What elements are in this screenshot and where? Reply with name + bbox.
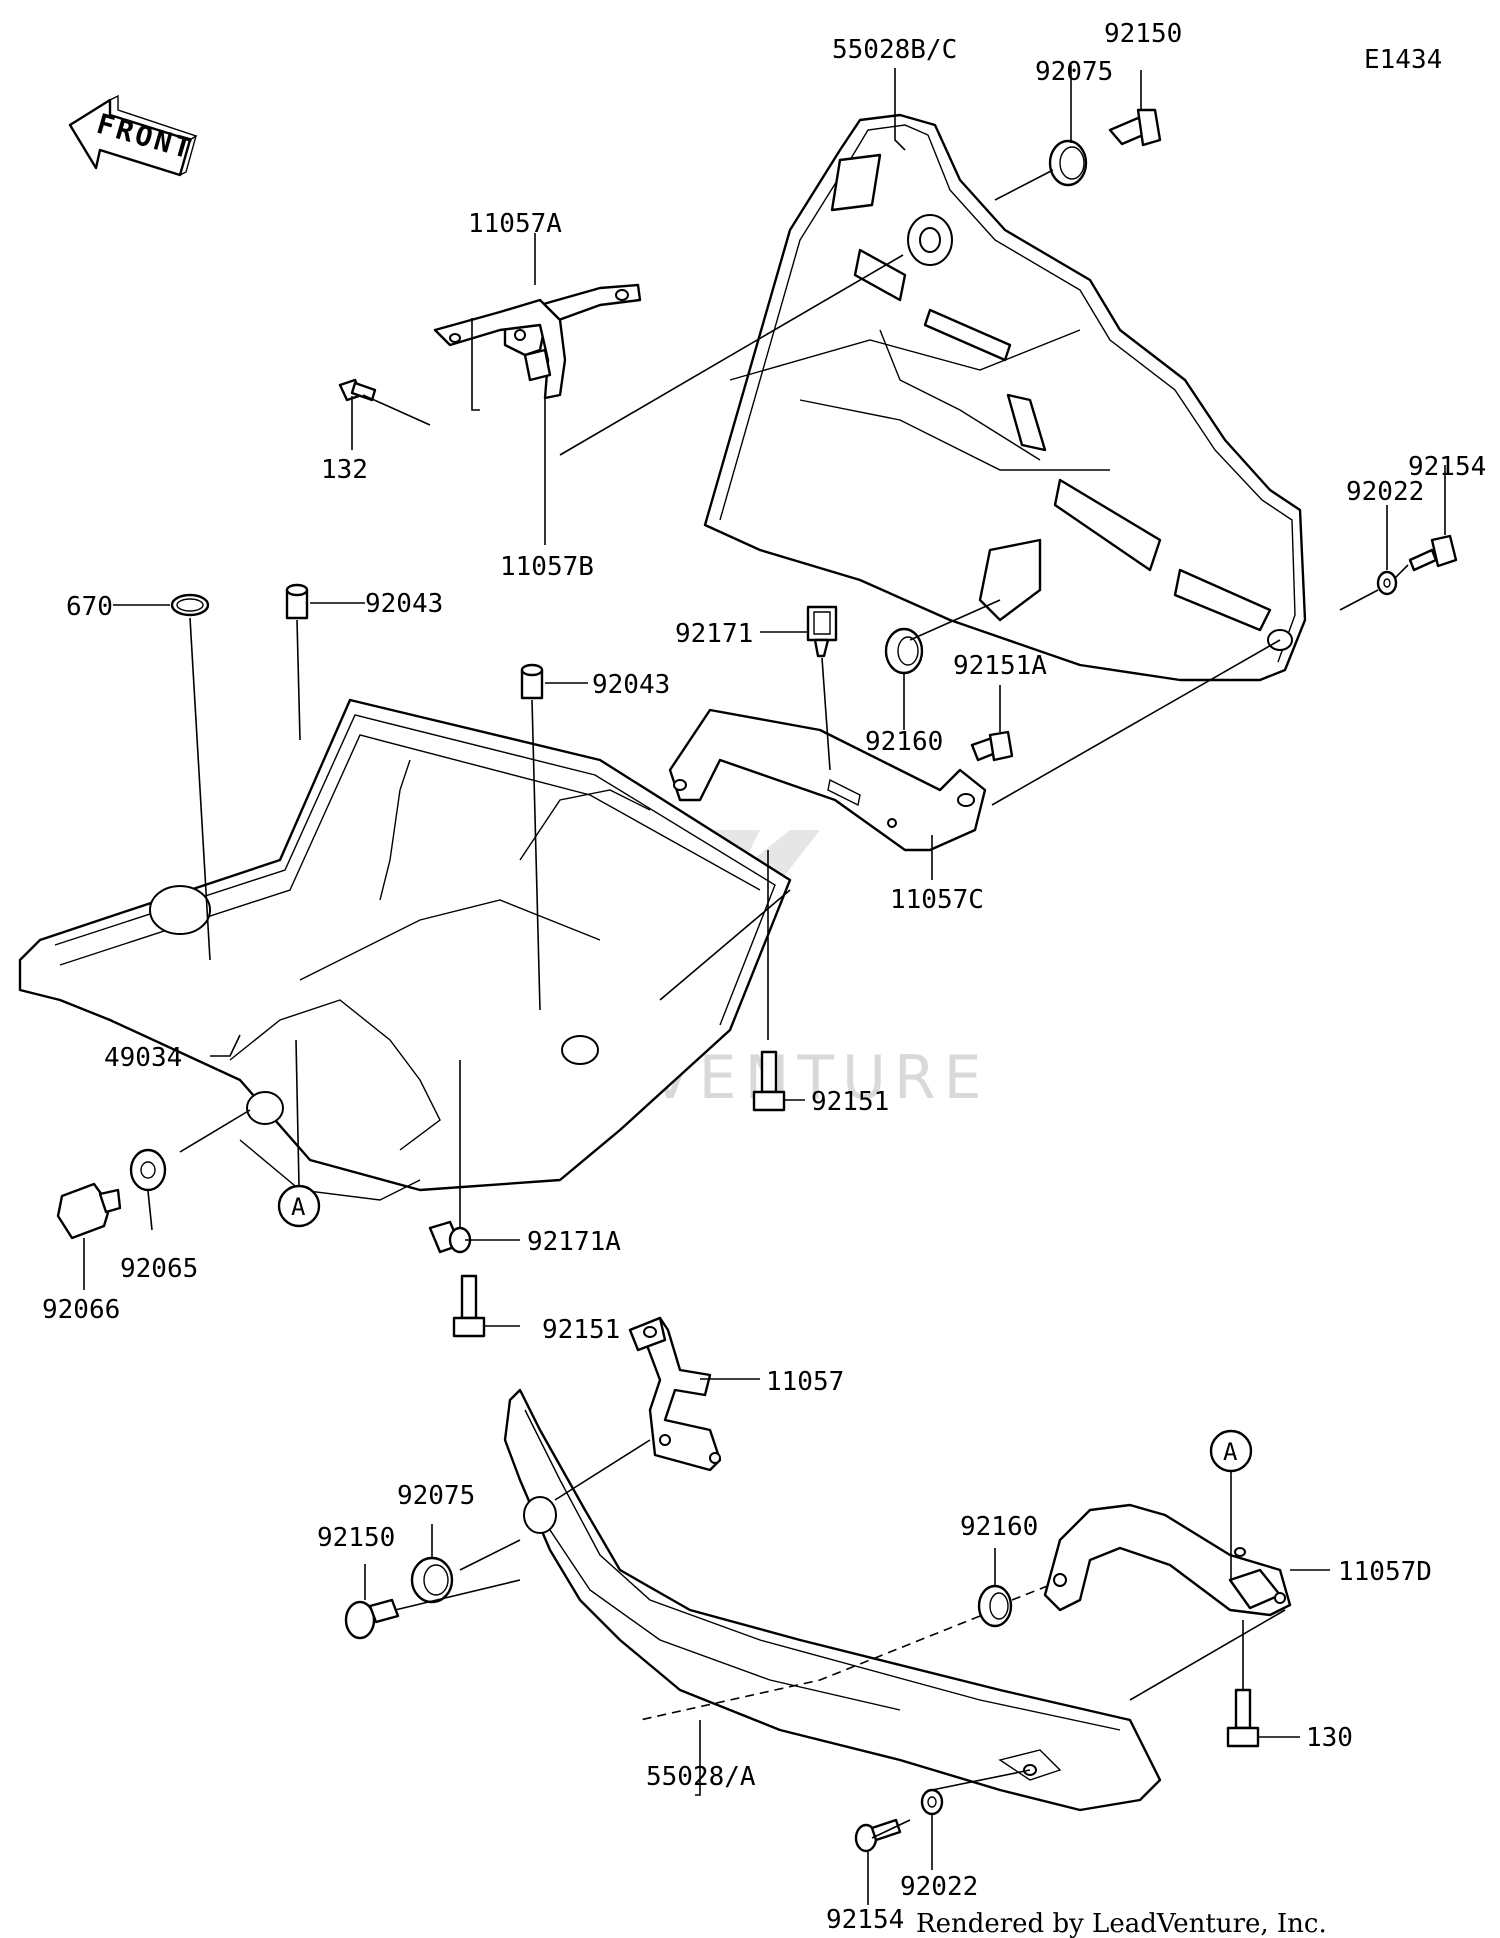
render-credit: Rendered by LeadVenture, Inc.: [916, 1909, 1327, 1938]
label-92150-low[interactable]: 92150: [317, 1523, 395, 1553]
reference-marker-a-left: A: [277, 1184, 321, 1228]
bracket-11057a: [503, 283, 642, 357]
washer-92022-low: [920, 1788, 944, 1816]
clip-92171: [806, 605, 838, 658]
bracket-11057d: [1043, 1503, 1292, 1617]
dowel-92043-a: [285, 583, 309, 620]
o-ring-670: [170, 593, 210, 617]
label-92065[interactable]: 92065: [120, 1254, 198, 1284]
dowel-92043-b: [520, 663, 544, 700]
bolt-130: [1226, 1688, 1260, 1748]
label-92154-low[interactable]: 92154: [826, 1905, 904, 1935]
label-92160-top[interactable]: 92160: [865, 727, 943, 757]
bracket-11057c: [668, 708, 987, 852]
label-92151-low[interactable]: 92151: [542, 1315, 620, 1345]
bolt-92151-low: [452, 1274, 486, 1338]
label-55028a[interactable]: 55028/A: [646, 1762, 756, 1792]
leader-lines: [83, 65, 1446, 1905]
label-11057b[interactable]: 11057B: [500, 552, 594, 582]
label-92151a[interactable]: 92151A: [953, 651, 1047, 681]
grommet-92075-top: [1048, 139, 1088, 187]
grommet-92075-low: [410, 1556, 454, 1604]
part-labels: 55028B/C 92150 92075 11057A 132 11057B 9…: [42, 19, 1486, 1935]
svg-text:A: A: [1223, 1438, 1238, 1466]
label-92160-low[interactable]: 92160: [960, 1512, 1038, 1542]
upper-engine-guard-55028bc: [703, 113, 1307, 682]
label-11057d[interactable]: 11057D: [1338, 1557, 1432, 1587]
label-55028bc[interactable]: 55028B/C: [832, 35, 957, 65]
grommet-92160-low: [977, 1584, 1013, 1628]
label-92150-top[interactable]: 92150: [1104, 19, 1182, 49]
label-11057c[interactable]: 11057C: [890, 885, 984, 915]
label-92151-right[interactable]: 92151: [811, 1087, 889, 1117]
bracket-11057b: [433, 298, 567, 400]
drain-plug-92066: [56, 1182, 122, 1240]
svg-text:A: A: [291, 1193, 306, 1221]
bolt-92151-right: [752, 1050, 786, 1112]
label-92171a[interactable]: 92171A: [527, 1227, 621, 1257]
label-92075-top[interactable]: 92075: [1035, 57, 1113, 87]
label-92022-top[interactable]: 92022: [1346, 477, 1424, 507]
label-11057[interactable]: 11057: [766, 1367, 844, 1397]
washer-92065: [129, 1148, 167, 1192]
label-92075-low[interactable]: 92075: [397, 1481, 475, 1511]
bolt-92150-low: [344, 1598, 400, 1640]
label-92022-low[interactable]: 92022: [900, 1872, 978, 1902]
label-92171[interactable]: 92171: [675, 619, 753, 649]
label-130[interactable]: 130: [1306, 1723, 1353, 1753]
reference-marker-a-right: A: [1209, 1429, 1253, 1473]
oil-pan-49034: [18, 698, 792, 1201]
label-132[interactable]: 132: [321, 455, 368, 485]
front-arrow-icon: FRONT: [68, 94, 198, 177]
grommet-92160-top: [884, 627, 924, 675]
bolt-132: [338, 378, 377, 402]
bolt-92154-top: [1408, 534, 1458, 572]
lower-engine-guard-55028a: [503, 1388, 1162, 1812]
bolt-92150-top: [1108, 108, 1162, 147]
label-49034[interactable]: 49034: [104, 1043, 182, 1073]
diagram-code: E1434: [1364, 45, 1442, 75]
label-92154-top[interactable]: 92154: [1408, 452, 1486, 482]
bracket-11057: [628, 1316, 722, 1472]
washer-92022-top: [1376, 570, 1398, 596]
clamp-92171a: [428, 1220, 472, 1254]
label-92043-b[interactable]: 92043: [592, 670, 670, 700]
label-670[interactable]: 670: [66, 592, 113, 622]
bolt-92151a: [970, 730, 1014, 762]
label-92043-a[interactable]: 92043: [365, 589, 443, 619]
label-92066[interactable]: 92066: [42, 1295, 120, 1325]
label-11057a[interactable]: 11057A: [468, 209, 562, 239]
